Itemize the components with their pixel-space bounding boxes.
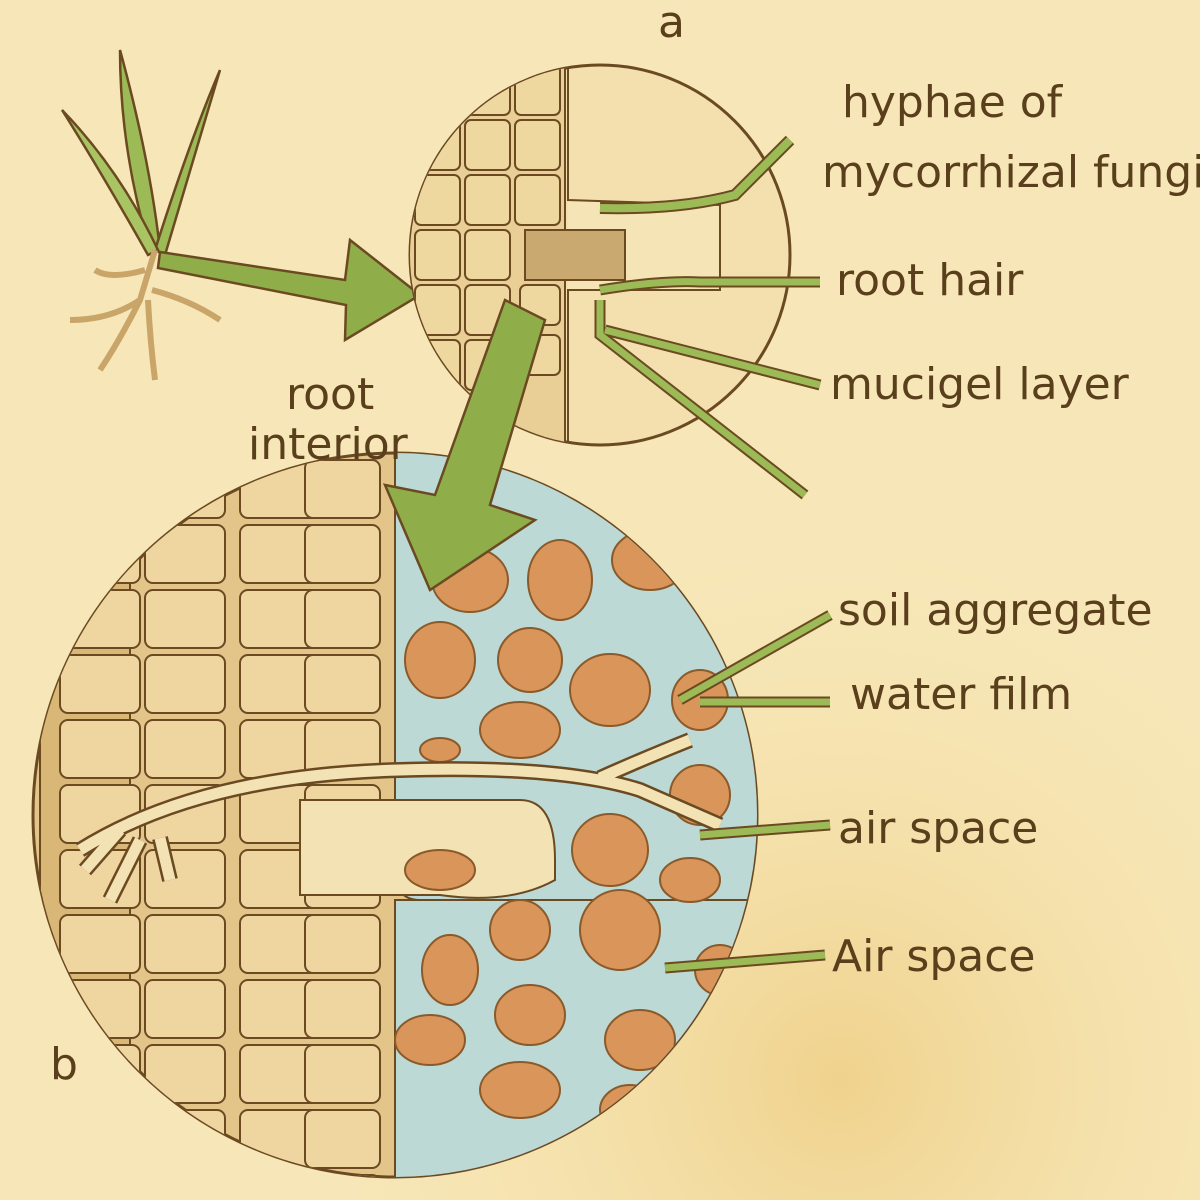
label-hyphae-line2: mycorrhizal fungi [822,147,1200,198]
root-cell [304,1044,381,1104]
label-air-space-2: Air space [832,931,1036,982]
soil-aggregate-particle [527,539,593,621]
label-mucigel-layer: mucigel layer [830,359,1129,410]
soil-aggregate-particle [479,701,561,759]
root-cell [144,1044,226,1104]
root-cell [144,719,226,779]
magnify-arrow-b [382,298,547,592]
label-water-film: water film [850,669,1073,720]
root-cell [59,719,141,779]
magnify-arrow-a [156,237,423,343]
label-b: b [50,1039,78,1090]
root-cell [144,524,226,584]
root-cell [304,914,381,974]
root-cell [304,654,381,714]
root-cell [144,654,226,714]
soil-aggregate-particle [494,984,566,1046]
label-hyphae-line1: hyphae of [842,77,1063,128]
root-cell [304,979,381,1039]
soil-aggregate-particle [571,813,649,887]
root-cell [144,589,226,649]
label-root-interior-line2: interior [248,419,408,470]
soil-aggregate-particle [479,1061,561,1119]
soil-aggregate-particle [497,627,563,693]
root-cell [59,914,141,974]
soil-aggregate-particle [404,621,476,699]
soil-aggregate-particle [419,737,461,763]
soil-aggregate-particle [394,1014,466,1066]
root-cell [304,589,381,649]
root-cell [304,459,381,519]
label-soil-aggregate: soil aggregate [838,585,1153,636]
root-cell [304,524,381,584]
soil-aggregate-particle [659,857,721,903]
label-air-space: air space [838,803,1039,854]
root-cell [144,914,226,974]
label-root-hair: root hair [836,255,1024,306]
soil-aggregate-particle [579,889,661,971]
soil-aggregate-particle [604,1009,676,1071]
soil-aggregate-particle [421,934,479,1006]
soil-aggregate-particle [404,849,476,891]
root-cell [59,654,141,714]
label-a: a [658,0,685,48]
soil-aggregate-particle [569,653,651,727]
root-cell [144,979,226,1039]
label-root-interior-line1: root [286,369,375,420]
leader-lines-b [664,610,833,974]
soil-aggregate-particle [489,899,551,961]
seedling-illustration [60,49,222,381]
root-cell [304,1109,381,1169]
circle-a-root-section [408,63,822,500]
